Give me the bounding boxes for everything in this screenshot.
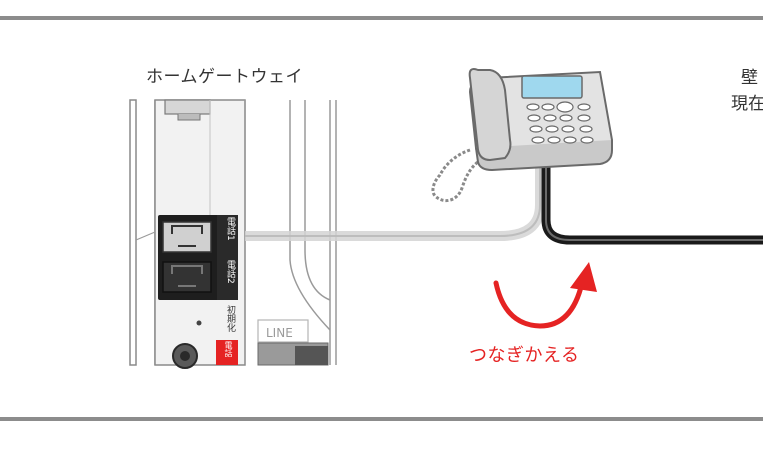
wall-label-line1: 壁 xyxy=(741,68,758,88)
top-divider xyxy=(0,16,763,20)
port-label-tel2: 電話2 xyxy=(225,260,235,284)
round-jack-center xyxy=(180,351,190,361)
old-gray-cable-edge xyxy=(245,155,541,237)
bottom-divider xyxy=(0,417,763,421)
gateway-title: ホームゲートウェイ xyxy=(146,67,303,87)
reconnect-arrow-icon xyxy=(493,262,597,329)
red-phone-port xyxy=(216,340,238,365)
init-button-dot xyxy=(196,320,202,326)
reconnect-label: つなぎかえる xyxy=(469,345,580,366)
line-port xyxy=(257,319,329,366)
port-label-init: 初期化 xyxy=(225,305,235,332)
port-label-red: 電話 xyxy=(224,341,233,357)
port-label-tel1: 電話1 xyxy=(225,217,235,241)
phone-port-panel xyxy=(158,215,238,300)
line-port-label: LINE xyxy=(266,326,293,340)
new-black-cable-highlight xyxy=(545,155,763,241)
wall-label-line2: 現在 xyxy=(731,94,763,114)
telephone-icon xyxy=(431,68,614,203)
new-black-cable xyxy=(541,155,763,245)
